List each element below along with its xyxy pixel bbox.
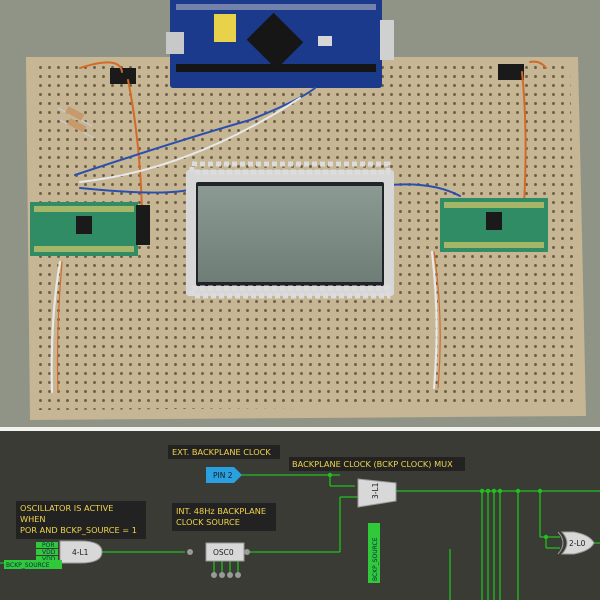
input-tags: POR VDD VDD BCKP_SOURCE (4, 542, 62, 569)
label-int-line2: CLOCK SOURCE (176, 517, 240, 527)
input-tag-c: VDD (42, 556, 56, 563)
pin-2-block[interactable]: PIN 2 (206, 467, 242, 483)
bckp-source-vertical-label: BCKP_SOURCE (372, 537, 379, 581)
and-gate-label: 4-L1 (72, 548, 89, 557)
mux-gate-label: 3-L1 (371, 482, 380, 499)
osc0-block[interactable]: OSC0 (205, 542, 245, 562)
sensor-board-right (440, 198, 548, 252)
connector-pins (187, 549, 250, 578)
mux-gate[interactable]: 3-L1 (357, 478, 397, 508)
connector-right (498, 64, 524, 80)
image-divider (0, 427, 600, 431)
pin-2-label: PIN 2 (213, 471, 233, 480)
label-bg-ext (168, 445, 280, 459)
bckp-source-vertical-tag: BCKP_SOURCE (368, 523, 380, 583)
and-gate[interactable]: 4-L1 (59, 540, 103, 564)
connector-left (110, 68, 136, 84)
lcd-display (186, 161, 394, 299)
xor-gate-label: 2-L0 (569, 539, 586, 548)
wire-network (0, 474, 600, 600)
label-bg-mux (289, 457, 465, 471)
xor-gate[interactable]: 2-L0 (557, 531, 595, 555)
resistors (57, 106, 95, 139)
label-bg-osc (16, 501, 146, 539)
schematic-diagram: EXT. BACKPLANE CLOCK BACKPLANE CLOCK (BC… (0, 431, 600, 600)
label-osc-line1: OSCILLATOR IS ACTIVE (20, 503, 113, 513)
input-tag-b: VDD (42, 549, 56, 556)
label-mux: BACKPLANE CLOCK (BCKP CLOCK) MUX (292, 459, 453, 469)
hardware-photo (0, 0, 600, 428)
osc0-label: OSC0 (213, 548, 234, 557)
label-int-line1: INT. 48Hz BACKPLANE (176, 506, 266, 516)
label-osc-line3: POR AND BCKP_SOURCE = 1 (20, 525, 137, 535)
label-osc-line2: WHEN (20, 514, 46, 524)
label-bg-int (172, 503, 276, 531)
input-tag-a: POR (42, 542, 55, 549)
microcontroller-board (166, 0, 394, 88)
sensor-board-left (30, 202, 150, 256)
bckp-source-left-label: BCKP_SOURCE (6, 562, 50, 569)
label-ext-clock: EXT. BACKPLANE CLOCK (172, 447, 271, 457)
